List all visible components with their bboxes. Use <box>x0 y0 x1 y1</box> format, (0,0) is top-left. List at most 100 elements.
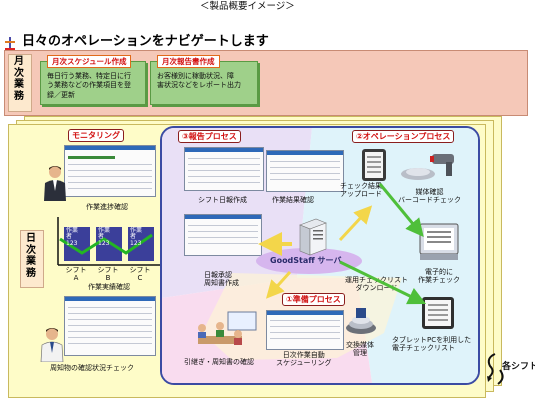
handover-label: 引継ぎ・周知書の確認 <box>184 358 254 366</box>
monthly-label-text: 月次業務 <box>14 56 24 102</box>
shift-report-screen <box>184 147 264 191</box>
person-icon <box>38 326 66 363</box>
person-icon <box>42 165 68 201</box>
each-shift-label: 各シフト <box>502 362 535 372</box>
monthly-label: 月次業務 <box>13 56 25 102</box>
meeting-illustration <box>190 310 260 352</box>
screen-row <box>188 237 258 238</box>
figure-caption: ＜製品概要イメージ＞ <box>200 1 295 12</box>
chart-cell: 作業 者 123 <box>130 227 143 247</box>
screen-titlebar <box>185 215 261 219</box>
upload-line: アップロード <box>340 190 382 199</box>
screen-row <box>270 332 340 333</box>
headline-icon <box>5 36 15 50</box>
screen-row <box>188 170 260 171</box>
cell-sub: 者 <box>66 233 73 241</box>
work-results-label: 作業結果確認 <box>272 196 314 204</box>
electronic-label: 電子的に 作業チェック <box>418 268 460 284</box>
exchange-line: 管理 <box>353 349 367 358</box>
tablet-line: タブレットPCを利用した <box>392 336 472 344</box>
screen-row <box>68 325 152 326</box>
cell-num: 123 <box>98 239 110 247</box>
auto-schedule-label: 日次作業自動 スケジューリング <box>276 351 332 367</box>
screen-row <box>188 158 260 159</box>
screen-row <box>68 319 152 320</box>
screen-row <box>188 243 258 244</box>
schedule-text-line: 録／更新 <box>47 90 75 99</box>
download-line: ダウンロード <box>355 284 398 293</box>
monthly-report-title: 月次報告書作成 <box>157 55 220 68</box>
screen-row <box>188 225 258 226</box>
monitoring-title: モニタリング <box>68 129 124 142</box>
checklist-device-icon <box>360 148 388 182</box>
screen-row <box>68 156 115 159</box>
auto-schedule-line: スケジューリング <box>276 359 332 368</box>
tablet-electronic-icon <box>418 222 460 262</box>
electronic-line: 電子的に <box>425 268 453 276</box>
prep-process-title: ①準備プロセス <box>282 293 345 306</box>
results-chart <box>52 213 162 275</box>
cycle-icon <box>484 352 506 386</box>
screen-row <box>68 164 152 165</box>
upload-label: チェック結果 アップロード <box>340 182 382 198</box>
cell-head: 作業 <box>66 227 79 234</box>
screen-row <box>270 179 340 180</box>
screen-row <box>68 170 152 171</box>
schedule-text-line: う業務などの作業項目を登 <box>47 81 131 90</box>
operation-process-title: ②オペレーションプロセス <box>352 130 455 143</box>
cell-head: 作業 <box>98 227 111 234</box>
screen-row <box>68 188 152 189</box>
tablet-pc-icon <box>420 296 456 330</box>
progress-screen <box>64 145 156 197</box>
screen-row <box>188 182 260 183</box>
cell-head: 作業 <box>130 227 143 234</box>
server-icon <box>296 217 330 257</box>
screen-row <box>68 176 152 177</box>
screen-row <box>68 313 152 314</box>
approval-screen <box>184 214 262 256</box>
approval-line: 日報承認 <box>204 271 232 279</box>
screen-row <box>270 173 340 174</box>
screen-titlebar <box>65 146 155 150</box>
monthly-schedule-text: 毎日行う業務、特定日に行 う業務などの作業項目を登 録／更新 <box>47 72 131 100</box>
screen-titlebar <box>267 151 343 155</box>
screen-row <box>270 338 340 339</box>
screen-row <box>270 161 340 162</box>
shift-label-c: シフトC <box>129 266 151 283</box>
screen-row <box>270 326 340 327</box>
approval-line: 周知書作成 <box>204 279 239 288</box>
shift-label-a: シフトA <box>65 266 87 283</box>
exchange-line: 交換媒体 <box>346 341 374 349</box>
monthly-label-box <box>8 54 32 112</box>
work-results-screen <box>266 150 344 192</box>
auto-schedule-screen <box>266 310 344 350</box>
results-label: 作業実績確認 <box>88 283 130 291</box>
screen-row <box>188 231 258 232</box>
screen-row <box>270 167 340 168</box>
cell-sub: 者 <box>130 233 137 241</box>
approval-label: 日報承認 周知書作成 <box>204 271 239 287</box>
progress-label: 作業進捗確認 <box>86 203 128 211</box>
daily-label: 日次業務 <box>25 233 37 279</box>
screen-titlebar <box>267 311 343 315</box>
server-label: GoodStaff サーバ <box>270 256 342 265</box>
notice-label: 周知物の確認状況チェック <box>50 364 134 372</box>
daily-label-box <box>20 230 44 288</box>
report-process-title: ③報告プロセス <box>178 130 241 143</box>
screen-row <box>68 307 152 308</box>
cell-num: 123 <box>130 239 142 247</box>
exchange-media-icon <box>344 306 378 336</box>
daily-label-text: 日次業務 <box>26 233 36 279</box>
auto-schedule-line: 日次作業自動 <box>282 351 325 359</box>
monthly-report-text: お客様別に稼動状況、障 害状況などをレポート出力 <box>157 72 241 91</box>
screen-row <box>68 331 152 332</box>
report-text-line: 害状況などをレポート出力 <box>157 81 241 90</box>
media-line: バーコードチェック <box>398 196 461 205</box>
electronic-line: 作業チェック <box>418 276 460 285</box>
shift-report-label: シフト日報作成 <box>198 196 247 204</box>
screen-titlebar <box>65 297 155 301</box>
exchange-label: 交換媒体 管理 <box>346 341 374 357</box>
cell-num: 123 <box>66 239 78 247</box>
tablet-label: タブレットPCを利用した 電子チェックリスト <box>392 336 471 352</box>
